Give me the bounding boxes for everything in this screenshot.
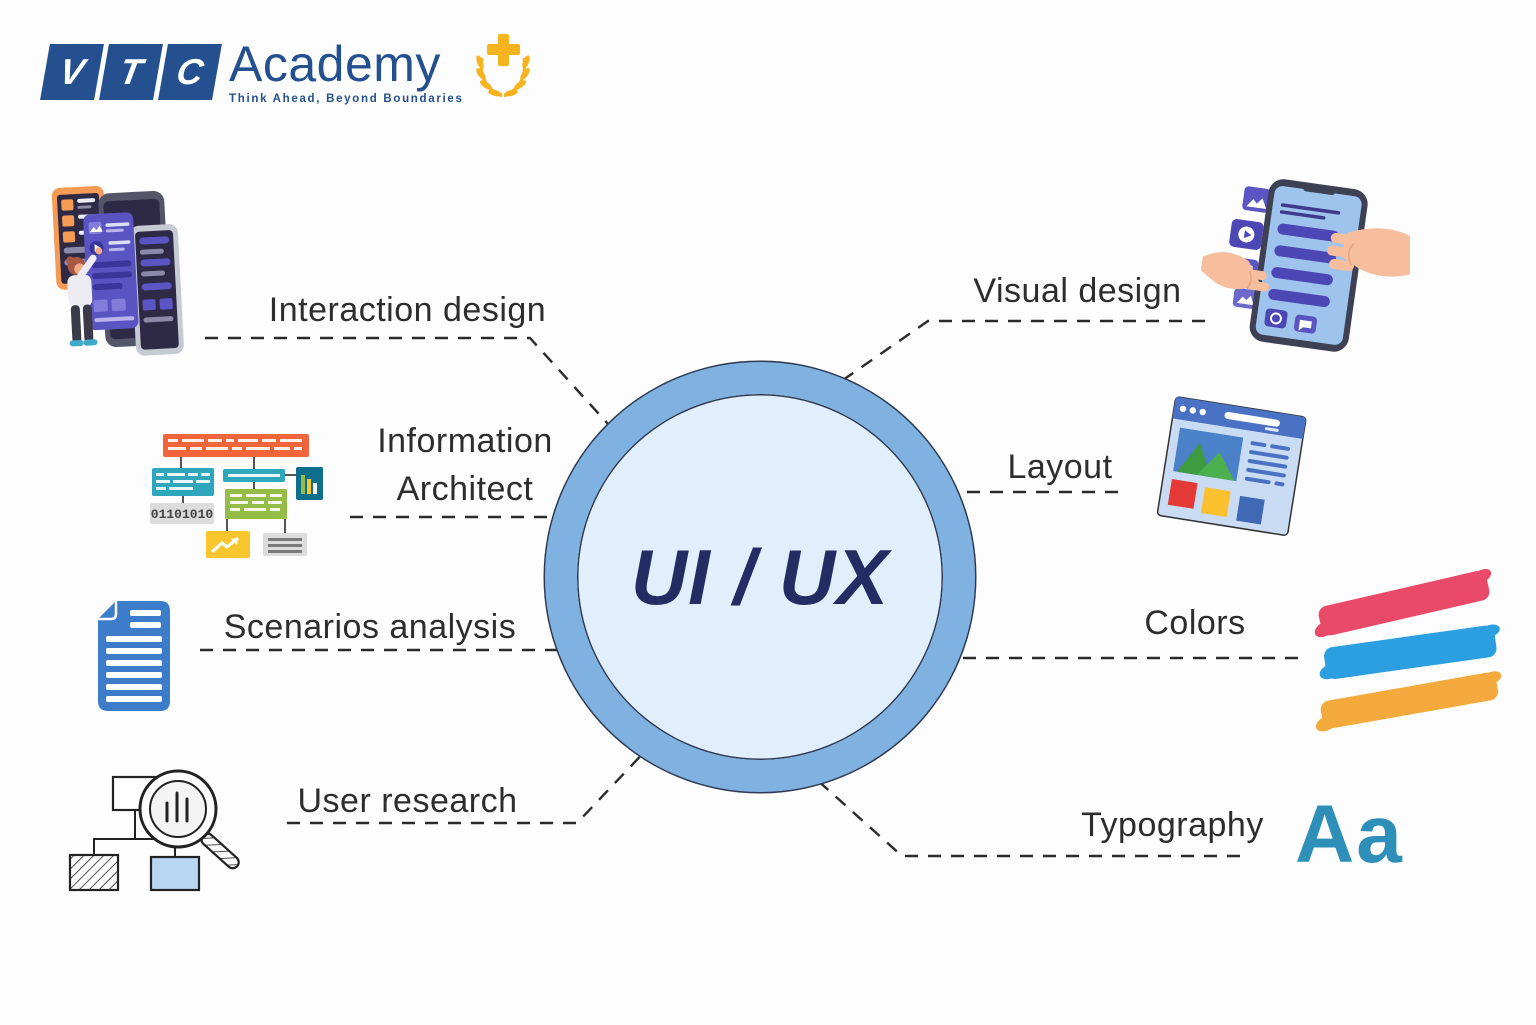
connector-visual-design <box>842 319 1205 381</box>
binary-text: 01101010 <box>151 507 214 522</box>
magnifier-sitemap-icon <box>68 769 240 892</box>
label-colors: Colors <box>1144 604 1246 642</box>
brush-stroke-blue <box>1319 624 1500 680</box>
flowchart-sitemap-icon: 01101010 <box>150 434 323 558</box>
typography-sample-letters: Aa <box>1295 789 1404 880</box>
logo-wordmark: Academy <box>229 36 441 92</box>
brush-strokes-icon <box>1314 568 1502 732</box>
uiux-center-circle: UI / UX <box>545 362 975 792</box>
browser-wireframe-icon <box>1156 396 1307 536</box>
phone-with-hands-icon <box>1200 179 1410 352</box>
vtc-letter-t: T <box>99 44 163 100</box>
vtc-letter-v: V <box>40 44 104 100</box>
brush-stroke-orange <box>1315 671 1502 732</box>
label-visual-design: Visual design <box>973 272 1182 310</box>
label-typography: Typography <box>1081 806 1264 844</box>
vtc-academy-logo: V T C Academy Think Ahead, Beyond Bounda… <box>40 34 536 106</box>
laurel-plus-icon <box>475 34 530 98</box>
document-icon <box>98 601 170 711</box>
logo-tagline: Think Ahead, Beyond Boundaries <box>229 92 464 105</box>
vtc-letter-boxes: V T C <box>40 44 222 100</box>
label-interaction-design: Interaction design <box>268 291 547 329</box>
label-user-research: User research <box>297 782 518 820</box>
label-layout: Layout <box>1007 448 1113 486</box>
right-hand <box>1326 228 1410 277</box>
label-information-architect: Information Architect <box>377 422 553 508</box>
person-figure <box>66 247 103 347</box>
label-scenarios-analysis: Scenarios analysis <box>223 608 517 646</box>
left-hand <box>1200 252 1270 292</box>
vtc-letter-c: C <box>158 44 222 100</box>
uiux-title: UI / UX <box>630 532 890 621</box>
person-with-app-screens-icon <box>51 185 184 356</box>
brush-stroke-pink <box>1314 568 1492 638</box>
